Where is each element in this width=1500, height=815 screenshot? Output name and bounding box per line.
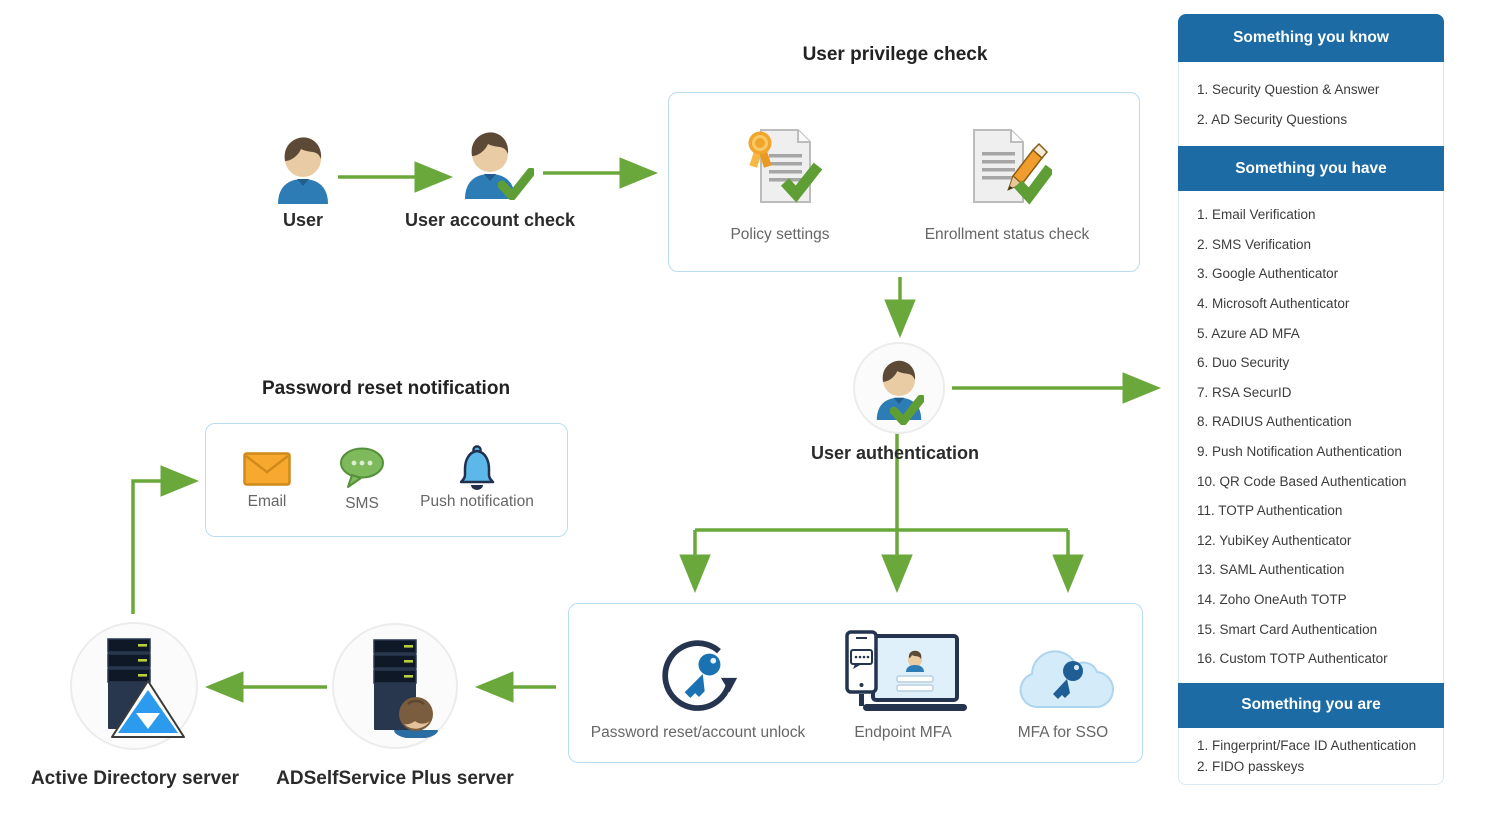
list-item: 10. QR Code Based Authentication — [1197, 473, 1407, 489]
privilege-check-box — [668, 92, 1140, 272]
list-item: 3. Google Authenticator — [1197, 266, 1339, 282]
push-notification-icon — [459, 445, 495, 490]
list-item: 1. Fingerprint/Face ID Authentication — [1197, 737, 1417, 753]
list-item: 14. Zoho OneAuth TOTP — [1197, 592, 1347, 608]
enrollment-status-label: Enrollment status check — [924, 226, 1090, 243]
list-item: 2. FIDO passkeys — [1197, 758, 1305, 774]
list-item: 2. AD Security Questions — [1197, 111, 1348, 127]
account-check-label: User account check — [404, 210, 576, 230]
sms-icon — [340, 447, 384, 488]
ad-server-label: Active Directory server — [30, 768, 240, 789]
user-icon — [278, 137, 328, 204]
policy-settings-icon — [748, 129, 822, 203]
privilege-check-title: User privilege check — [802, 44, 988, 65]
email-label: Email — [247, 493, 287, 510]
list-item: 13. SAML Authentication — [1197, 562, 1345, 578]
user-authentication-label: User authentication — [810, 443, 980, 463]
mfa-sso-label: MFA for SSO — [1017, 724, 1109, 741]
list-item: 2. SMS Verification — [1197, 236, 1312, 252]
list-item: 4. Microsoft Authenticator — [1197, 296, 1350, 312]
panel-header-are: Something you are — [1178, 682, 1444, 728]
auth-methods-panel: Something you know 1. Security Question … — [1178, 14, 1444, 785]
user-account-check-icon — [465, 132, 515, 199]
endpoint-mfa-icon — [845, 630, 967, 711]
adssp-server-icon — [373, 639, 438, 738]
list-item: 15. Smart Card Authentication — [1197, 621, 1378, 637]
list-item: 8. RADIUS Authentication — [1197, 414, 1352, 430]
list-item: 16. Custom TOTP Authenticator — [1197, 651, 1388, 667]
list-item: 1. Security Question & Answer — [1197, 81, 1380, 97]
ad-server-icon — [107, 638, 185, 738]
password-reset-icon — [662, 640, 738, 711]
panel-list-are: 1. Fingerprint/Face ID Authentication 2.… — [1178, 727, 1444, 785]
panel-header-have: Something you have — [1178, 146, 1444, 191]
mfa-sso-cloud-icon — [1019, 650, 1114, 709]
policy-settings-label: Policy settings — [730, 226, 830, 243]
list-item: 1. Email Verification — [1197, 207, 1316, 223]
list-item: 6. Duo Security — [1197, 355, 1290, 371]
check-icon — [498, 168, 534, 200]
panel-list-have: 1. Email Verification 2. SMS Verificatio… — [1178, 191, 1444, 683]
user-label: User — [282, 210, 324, 230]
enrollment-status-icon — [973, 129, 1052, 205]
panel-list-know: 1. Security Question & Answer 2. AD Secu… — [1178, 62, 1444, 146]
endpoint-mfa-label: Endpoint MFA — [854, 724, 952, 741]
sms-label: SMS — [345, 495, 379, 512]
list-item: 12. YubiKey Authenticator — [1197, 532, 1352, 548]
password-reset-label: Password reset/account unlock — [590, 724, 806, 741]
push-notification-label: Push notification — [420, 493, 534, 510]
auth-check-icon — [890, 395, 924, 425]
adssp-server-label: ADSelfService Plus server — [276, 768, 514, 789]
list-item: 9. Push Notification Authentication — [1197, 444, 1402, 460]
notification-title: Password reset notification — [261, 378, 511, 399]
panel-header-know: Something you know — [1178, 14, 1444, 62]
email-icon — [243, 452, 291, 486]
list-item: 5. Azure AD MFA — [1197, 325, 1300, 341]
list-item: 7. RSA SecurID — [1197, 384, 1292, 400]
list-item: 11. TOTP Authentication — [1197, 503, 1343, 519]
